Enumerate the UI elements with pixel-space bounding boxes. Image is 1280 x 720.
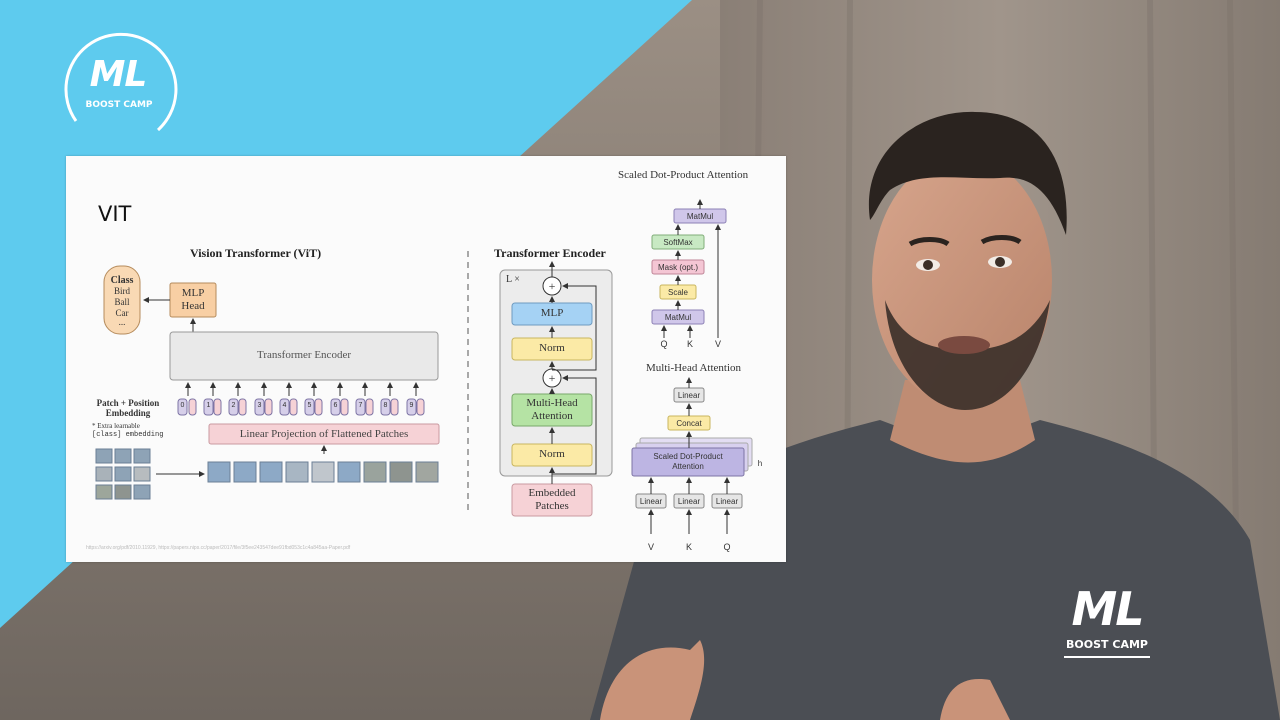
- mlp-block-label: MLP: [540, 307, 564, 319]
- norm-bottom-label: Norm: [539, 448, 565, 460]
- hand-right: [940, 679, 1010, 720]
- encoder-heading: Transformer Encoder: [494, 246, 606, 260]
- slide-diagram-shapes: [95, 199, 753, 534]
- linear-projection-box: [208, 423, 440, 445]
- mha-sdpa-block: [631, 447, 745, 477]
- mha-input-k: K: [685, 542, 692, 552]
- transformer-encoder-label: Transformer Encoder: [257, 349, 351, 361]
- token-label-0: 0: [180, 402, 185, 409]
- sdpa-softmax-label: SoftMax: [663, 238, 693, 247]
- sdpa-matmul-top-label: MatMul: [686, 212, 714, 221]
- shirt-logo: ML BOOST CAMP: [1052, 580, 1162, 670]
- extra-note-1: * Extra learnable: [92, 422, 140, 430]
- shirt-logo-sub-text: BOOST CAMP: [1066, 638, 1148, 651]
- hair: [868, 111, 1067, 235]
- logo-main-text: ML: [89, 54, 148, 95]
- logo-sub-text: BOOST CAMP: [85, 100, 153, 110]
- linear-projection-label: Linear Projection of Flattened Patches: [239, 428, 409, 440]
- neck: [890, 380, 1035, 463]
- encoder-repeat: L ×: [506, 274, 520, 285]
- sdpa-mask-label: Mask (opt.): [657, 263, 698, 272]
- mha-block-label-2: Attention: [531, 410, 573, 422]
- patch-embedding-label-1: Patch + Position: [96, 398, 160, 408]
- vit-heading: Vision Transformer (ViT): [190, 246, 322, 260]
- hand-left: [600, 640, 705, 720]
- source-image-grid: [95, 448, 151, 500]
- mha-linear-boxes: [635, 493, 743, 509]
- mlp-head-line2: Head: [181, 300, 205, 312]
- shirt-logo-underline: [1064, 656, 1150, 658]
- mha-h-label: h: [757, 459, 763, 468]
- plus-bottom-label: +: [548, 371, 556, 385]
- plus-top-label: +: [548, 279, 556, 293]
- mha-sdpa-label-2: Attention: [672, 462, 704, 471]
- transformer-encoder-box: [169, 331, 439, 381]
- mha-linear-top-label: Linear: [677, 391, 701, 400]
- norm-top-label: Norm: [539, 342, 565, 354]
- extra-note-2: [class] embedding: [92, 431, 164, 439]
- ml-boost-camp-logo: ML BOOST CAMP: [58, 26, 180, 148]
- slide-title: VIT: [98, 202, 132, 226]
- mha-linear-label-2: Linear: [677, 497, 701, 506]
- mha-input-v: V: [647, 542, 654, 552]
- token-label-9: 9: [409, 402, 414, 409]
- class-box-title: Class: [110, 275, 134, 286]
- logo-ring-icon: [64, 32, 178, 132]
- token-label-1: 1: [206, 402, 211, 409]
- class-item-ball: Ball: [114, 297, 130, 307]
- sdpa-scale-label: Scale: [667, 288, 688, 297]
- token-label-5: 5: [307, 402, 312, 409]
- class-item-more: ...: [118, 317, 126, 327]
- slide: VIT Vision Transformer (ViT) Class Bird …: [66, 156, 786, 562]
- sdpa-matmul-bottom-label: MatMul: [664, 313, 692, 322]
- embedded-label-1: Embedded: [528, 487, 576, 499]
- slide-footnote: https://arxiv.org/pdf/2010.11929, https:…: [86, 545, 351, 551]
- token-label-8: 8: [383, 402, 388, 409]
- mha-concat-label: Concat: [676, 419, 702, 428]
- token-label-7: 7: [358, 402, 363, 409]
- class-item-car: Car: [115, 308, 129, 318]
- mha-heading: Multi-Head Attention: [646, 362, 742, 374]
- sdpa-heading: Scaled Dot-Product Attention: [618, 169, 749, 181]
- sdpa-input-q: Q: [660, 339, 668, 349]
- sdpa-input-k: K: [686, 339, 693, 349]
- embedded-label-2: Patches: [535, 500, 569, 512]
- patch-embedding-label-2: Embedding: [105, 408, 151, 418]
- token-label-3: 3: [257, 402, 262, 409]
- mha-input-q: Q: [723, 542, 731, 552]
- mha-linear-label-3: Linear: [715, 497, 739, 506]
- sdpa-input-v: V: [714, 339, 721, 349]
- mha-sdpa-label-1: Scaled Dot-Product: [653, 452, 723, 461]
- token-label-4: 4: [282, 402, 287, 409]
- shirt-logo-main-text: ML: [1071, 582, 1144, 636]
- class-box: [103, 265, 141, 335]
- position-tokens: [177, 398, 425, 416]
- encoder-input-arrows: [185, 382, 419, 396]
- mlp-head-line1: MLP: [181, 287, 205, 299]
- class-item-bird: Bird: [113, 286, 130, 296]
- beard: [885, 300, 1050, 410]
- mha-linear-label-1: Linear: [639, 497, 663, 506]
- token-label-2: 2: [231, 402, 236, 409]
- token-label-6: 6: [333, 402, 338, 409]
- mha-block-label-1: Multi-Head: [526, 397, 578, 409]
- patch-images: [207, 461, 439, 483]
